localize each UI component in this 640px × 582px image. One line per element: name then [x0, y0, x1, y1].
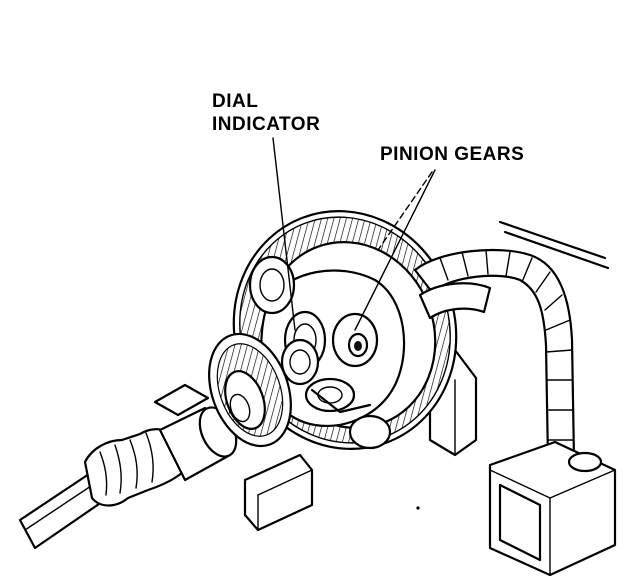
- differential-case: [248, 255, 406, 450]
- leader-line-pinion-gears: [354, 169, 436, 331]
- leader-line-dial-indicator: [272, 137, 296, 331]
- stray-mark: [416, 506, 420, 510]
- side-bearing: [208, 332, 292, 448]
- support-block-left: [153, 383, 314, 532]
- label-pinion-gears: PINION GEARS: [380, 144, 525, 165]
- pinion-gear-lower: [304, 377, 356, 413]
- pinion-gear-upper: [331, 312, 379, 368]
- label-dial-indicator-line1: DIAL: [212, 91, 259, 112]
- label-dial-indicator-line2: INDICATOR: [212, 114, 321, 135]
- magnetic-base-block: [488, 440, 617, 577]
- dial-indicator: [280, 338, 372, 414]
- magnetic-base-arm: [413, 220, 610, 464]
